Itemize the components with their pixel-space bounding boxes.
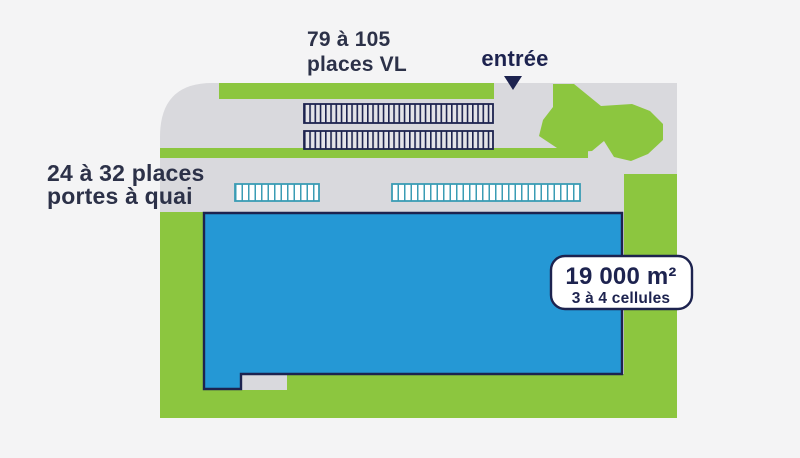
vl-parking-row-2	[303, 130, 494, 150]
entrance-label: entrée	[481, 46, 548, 71]
building-area-badge: 19 000 m² 3 à 4 cellules	[549, 254, 694, 311]
vl-places-label-line1: 79 à 105	[307, 28, 390, 51]
vl-parking-row-1	[303, 103, 494, 124]
building-area-badge-box	[549, 254, 694, 311]
warehouse-building	[202, 211, 624, 391]
dock-places-label-line2: portes à quai	[47, 183, 193, 209]
dock-places-label-line1: 24 à 32 places	[47, 160, 205, 186]
grass-island-entrance	[539, 84, 663, 161]
dock-row-left	[234, 183, 320, 202]
entrance-arrow-icon	[504, 76, 522, 90]
building-cells-value: 3 à 4 cellules	[572, 290, 670, 307]
grass-strip-middle	[160, 148, 588, 158]
vl-places-label-line2: places VL	[307, 53, 407, 76]
building-notch-pad	[241, 374, 287, 390]
dock-row-right	[391, 183, 581, 202]
grass-strip-top	[219, 83, 494, 99]
building-area-value: 19 000 m²	[565, 263, 676, 290]
